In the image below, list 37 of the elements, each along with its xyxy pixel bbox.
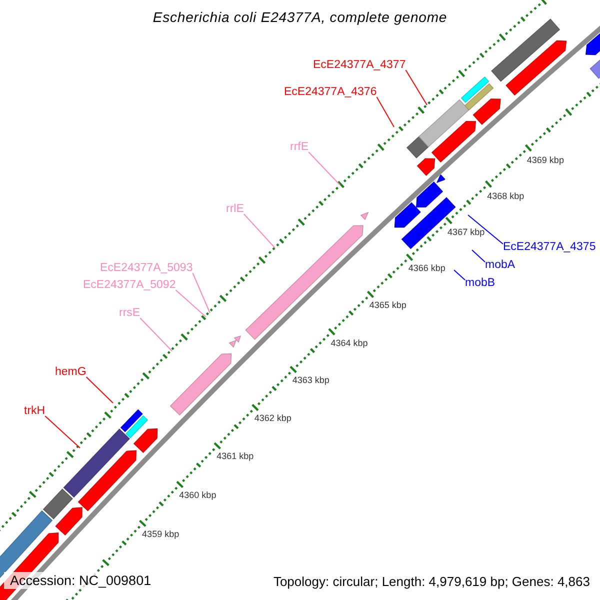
gene-label: rrlE <box>226 203 244 216</box>
tick-label: 4367 kbp <box>448 226 485 237</box>
leader-line <box>86 376 114 404</box>
gene-label: EcE24377A_5092 <box>83 279 176 292</box>
leader-line <box>44 416 80 448</box>
leader-line <box>454 270 466 280</box>
leader-line <box>472 250 486 262</box>
tick-label: 4363 kbp <box>292 375 330 386</box>
tick-label: 4366 kbp <box>408 263 446 274</box>
tick-label: 4368 kbp <box>487 190 524 200</box>
tick-label: 4369 kbp <box>526 154 564 164</box>
gene-label: mobA <box>485 259 516 272</box>
gene-label: rrfE <box>290 141 309 154</box>
tick-label: 4362 kbp <box>254 413 292 424</box>
tick-label: 4361 kbp <box>216 451 254 462</box>
leader-line <box>140 318 172 352</box>
title: Escherichia coli E24377A, complete genome <box>152 9 448 25</box>
gene-label: trkH <box>24 405 46 418</box>
gene-label: mobB <box>465 277 496 290</box>
genome-summary-label: Topology: circular; Length: 4,979,619 bp; Genes: 4,863 <box>273 574 590 589</box>
gene-label: EcE24377A_4376 <box>284 86 377 99</box>
gene-label: EcE24377A_4377 <box>313 59 406 72</box>
gene-label: hemG <box>55 366 86 379</box>
gene-label: EcE24377A_4375 <box>503 241 596 254</box>
leader-line <box>175 290 206 318</box>
leader-line <box>405 70 428 106</box>
tick-label: 4365 kbp <box>369 300 406 310</box>
tick-label: 4364 kbp <box>330 338 368 348</box>
leader-line <box>308 152 340 186</box>
gene-label: rrsE <box>119 307 140 320</box>
leader-line <box>376 96 394 128</box>
leader-line <box>243 214 276 248</box>
tick-label: 4359 kbp <box>142 528 180 539</box>
gene-label: EcE24377A_5093 <box>100 262 193 275</box>
tick-label: 4360 kbp <box>179 490 216 500</box>
leader-line <box>192 272 210 314</box>
leader-line <box>468 214 504 244</box>
